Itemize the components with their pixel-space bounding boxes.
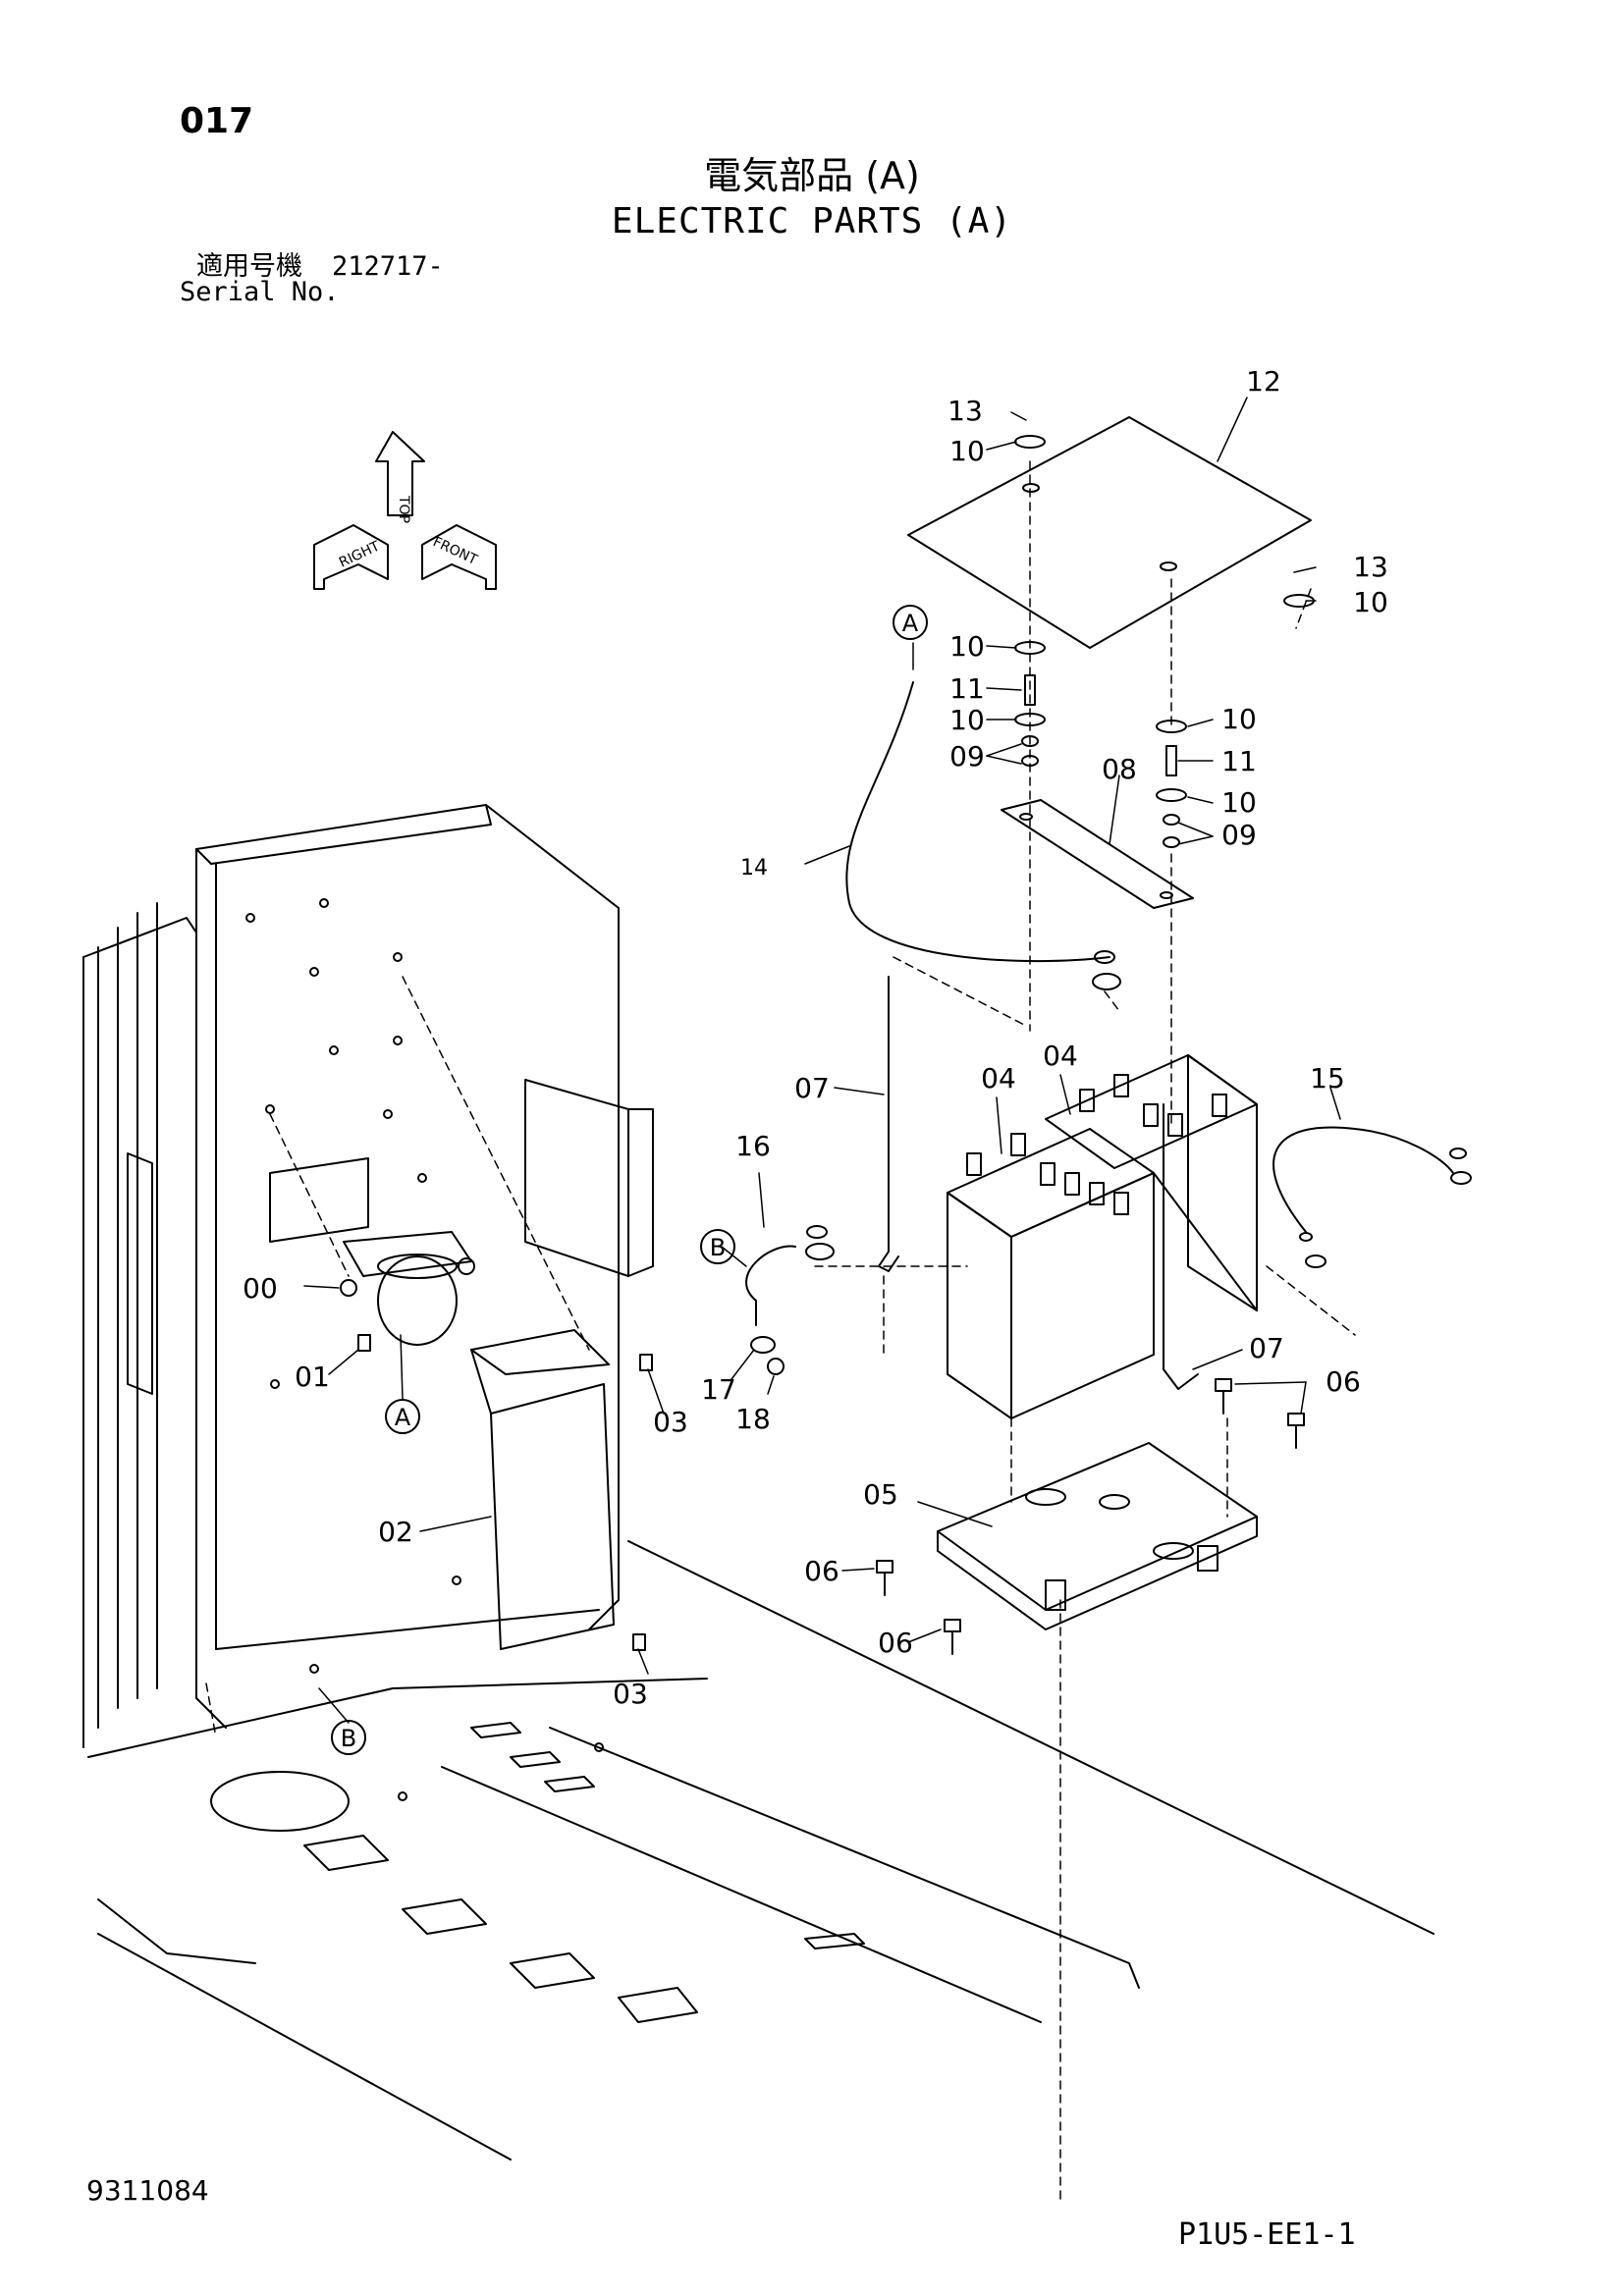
battery-cable-left (745, 1245, 796, 1326)
battery-cover-plate (907, 416, 1312, 649)
connector-circle-a-upper (893, 605, 928, 640)
callout-label: 10 (949, 435, 985, 467)
callout-label: 04 (1043, 1040, 1078, 1072)
battery-cable-right (1272, 1126, 1454, 1233)
page-number: 017 (180, 101, 254, 141)
callout-label: 02 (378, 1516, 413, 1548)
callout-label: 09 (949, 740, 985, 773)
connector-label-b: B (710, 1234, 726, 1261)
callout-label: 03 (613, 1678, 648, 1710)
relay-cover (470, 1329, 615, 1650)
serial-number-value: 212717- (332, 251, 444, 282)
battery-hold-bracket (1001, 799, 1194, 909)
title-japanese: 電気部品 (A) (704, 154, 920, 197)
document-code: P1U5-EE1-1 (1178, 2217, 1356, 2252)
callout-labels: 00 01 02 03 03 04 04 05 06 06 06 07 07 0… (243, 365, 1388, 1710)
connector-circle-a-lower (385, 1399, 420, 1434)
callout-label: 07 (1249, 1332, 1284, 1364)
callout-label: 13 (1353, 551, 1388, 583)
callout-label: 14 (740, 856, 768, 881)
callout-label: 07 (794, 1072, 830, 1104)
callout-label: 11 (949, 672, 985, 705)
callout-label: 13 (947, 395, 983, 427)
assembly-leaders (205, 460, 1356, 2205)
callout-label: 12 (1246, 365, 1281, 398)
callout-label: 03 (653, 1406, 688, 1438)
connector-labels: A A B B (341, 610, 919, 1752)
callout-label: 06 (878, 1627, 913, 1659)
callout-label: 00 (243, 1272, 278, 1305)
ground-cable (845, 681, 1110, 963)
figure-number: 9311084 (86, 2174, 209, 2207)
callout-label: 10 (1221, 786, 1257, 819)
callout-leaders (303, 397, 1341, 1724)
callout-label: 10 (949, 630, 985, 663)
connector-circle-b-lower (331, 1720, 366, 1755)
callout-label: 06 (1326, 1365, 1361, 1398)
battery-relay (340, 1231, 475, 1346)
battery-front (947, 1128, 1155, 1419)
callout-label: 10 (949, 704, 985, 736)
serial-label-english: Serial No. (180, 277, 340, 307)
serial-label-japanese: 適用号機 (196, 251, 302, 282)
connector-label-a: A (395, 1404, 411, 1431)
callout-label: 06 (804, 1555, 839, 1587)
callout-label: 05 (863, 1478, 898, 1511)
main-frame-panel (82, 804, 1435, 2161)
panel-mounting-holes (245, 898, 604, 1801)
orientation-front-label: FRONT (430, 534, 480, 568)
callout-label: 04 (981, 1062, 1016, 1095)
callout-label: 18 (735, 1403, 771, 1435)
callout-label: 08 (1102, 753, 1137, 785)
connector-label-b: B (341, 1725, 356, 1752)
orientation-compass: TOP RIGHT FRONT (313, 431, 497, 590)
callout-label: 09 (1221, 819, 1257, 851)
connector-circle-b-upper (700, 1229, 735, 1264)
hold-rods (878, 976, 1199, 1390)
battery-rear (1045, 1054, 1258, 1311)
callout-label: 16 (735, 1130, 771, 1162)
callout-label: 17 (701, 1373, 736, 1406)
orientation-top-label: TOP (396, 495, 411, 523)
callout-label: 10 (1353, 586, 1388, 618)
title-english: ELECTRIC PARTS (A) (611, 201, 1013, 241)
callout-label: 15 (1310, 1062, 1345, 1095)
connector-label-a: A (902, 610, 919, 637)
callout-label: 11 (1221, 745, 1257, 777)
callout-label: 01 (295, 1361, 330, 1393)
battery-tray (937, 1442, 1258, 1630)
callout-label: 10 (1221, 703, 1257, 735)
